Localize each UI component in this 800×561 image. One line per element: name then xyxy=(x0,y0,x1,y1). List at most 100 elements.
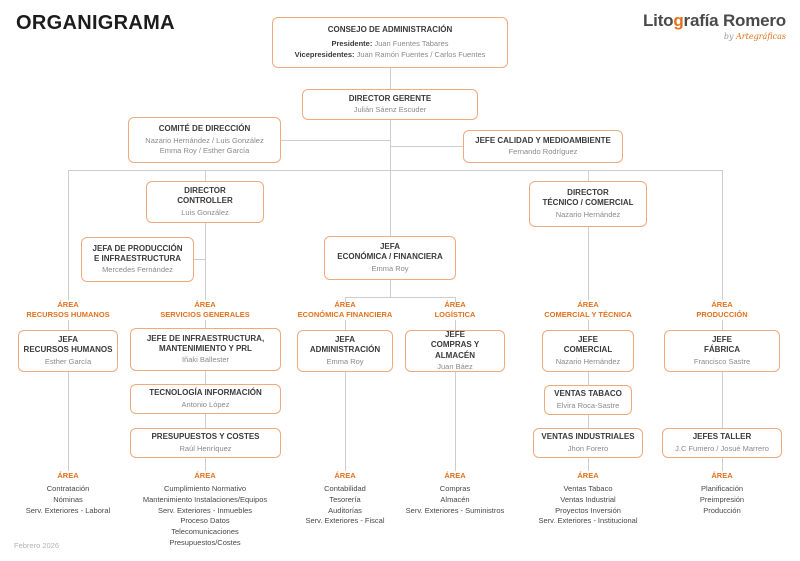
area-label-economica-financiera: ÁREA ECONÓMICA FINANCIERA xyxy=(297,300,393,319)
node-title: PRESUPUESTOS Y COSTES xyxy=(151,432,260,442)
connector-line xyxy=(588,320,589,330)
logo-part2: rafía Romero xyxy=(683,11,787,30)
connector-line xyxy=(194,259,205,260)
connector-line xyxy=(455,372,456,471)
node-title: TECNOLOGÍA INFORMACIÓN xyxy=(149,388,262,398)
node-ventas-industriales: VENTAS INDUSTRIALES Jhon Forero xyxy=(533,428,643,458)
area-footer-label: ÁREA xyxy=(711,471,733,480)
node-title: JEFE DE INFRAESTRUCTURA, MANTENIMIENTO Y… xyxy=(146,333,265,353)
node-presupuestos-costes: PRESUPUESTOS Y COSTES Raúl Henríquez xyxy=(130,428,281,458)
node-person: Juan Báez xyxy=(437,362,473,372)
node-ventas-tabaco: VENTAS TABACO Elvira Roca-Sastre xyxy=(544,385,632,415)
node-title: JEFE CALIDAD Y MEDIOAMBIENTE xyxy=(475,135,611,145)
logo-wordmark: Litografía Romero xyxy=(643,11,786,31)
connector-line xyxy=(588,372,589,385)
node-jefe-fabrica: JEFE FÁBRICA Francisco Sastre xyxy=(664,330,780,372)
node-jefe-calidad-medioambiente: JEFE CALIDAD Y MEDIOAMBIENTE Fernando Ro… xyxy=(463,130,623,163)
connector-line xyxy=(722,170,723,300)
connector-line xyxy=(205,320,206,328)
node-person: Elvira Roca-Sastre xyxy=(556,400,620,410)
node-person: Mercedes Fernández xyxy=(102,265,173,275)
node-jefa-administracion: JEFA ADMINISTRACIÓN Emma Roy xyxy=(297,330,393,372)
node-title: DIRECTOR TÉCNICO / COMERCIAL xyxy=(542,188,634,208)
node-jefe-infraestructura-mantenimiento-prl: JEFE DE INFRAESTRUCTURA, MANTENIMIENTO Y… xyxy=(130,328,281,371)
node-person: Raúl Henríquez xyxy=(179,443,232,453)
node-line-vicepresidentes: Vicepresidentes: Juan Ramón Fuentes / Ca… xyxy=(295,50,486,60)
node-title: JEFA ADMINISTRACIÓN xyxy=(309,335,381,355)
area-footer-items: Planificación Preimpresión Producción xyxy=(699,483,745,515)
node-title: DIRECTOR GERENTE xyxy=(348,93,432,103)
connector-line xyxy=(68,320,69,330)
node-title: VENTAS INDUSTRIALES xyxy=(541,432,635,442)
area-label-recursos-humanos: ÁREA RECURSOS HUMANOS xyxy=(26,300,110,319)
node-title: COMITÉ DE DIRECCIÓN xyxy=(158,124,251,134)
node-title: JEFA RECURSOS HUMANOS xyxy=(23,335,113,355)
node-person: Iñaki Ballester xyxy=(181,355,230,365)
node-person: Esther García xyxy=(44,356,92,366)
connector-line xyxy=(345,297,346,302)
node-title: JEFA DE PRODUCCIÓN E INFRAESTRUCTURA xyxy=(92,243,183,263)
node-title: JEFE COMPRAS Y ALMACÉN xyxy=(430,329,480,360)
connector-line xyxy=(68,170,69,300)
vicepresidentes-names: Juan Ramón Fuentes / Carlos Fuentes xyxy=(356,49,486,59)
connector-line xyxy=(281,140,390,141)
vicepresidentes-label: Vicepresidentes: xyxy=(294,49,355,59)
node-jefa-recursos-humanos: JEFA RECURSOS HUMANOS Esther García xyxy=(18,330,118,372)
connector-line xyxy=(390,68,391,89)
logo-tagline-brand: Artegráficas xyxy=(736,32,786,41)
connector-line xyxy=(205,170,206,181)
logo: Litografía Romero by Artegráficas xyxy=(643,11,786,41)
presidente-name: Juan Fuentes Tabares xyxy=(374,38,449,48)
node-title: JEFE COMERCIAL xyxy=(563,335,613,355)
connector-line xyxy=(455,297,456,302)
connector-line xyxy=(345,372,346,471)
area-footer-economica-financiera: ÁREA Contabilidad Tesorería Auditorías S… xyxy=(270,471,420,527)
node-title: JEFE FÁBRICA xyxy=(704,335,740,355)
connector-line xyxy=(588,415,589,428)
logo-accent-letter: g xyxy=(673,11,684,30)
node-director-controller: DIRECTOR CONTROLLER Luis González xyxy=(146,181,264,223)
document-date: Febrero 2026 xyxy=(14,541,60,550)
connector-line xyxy=(588,227,589,300)
node-person: Antonio López xyxy=(181,399,230,409)
node-line-presidente: Presidente: Juan Fuentes Tabares xyxy=(331,39,448,49)
connector-line xyxy=(345,320,346,330)
connector-line xyxy=(588,170,589,181)
node-title: JEFA ECONÓMICA / FINANCIERA xyxy=(337,242,443,262)
area-label-servicios-generales: ÁREA SERVICIOS GENERALES xyxy=(160,300,250,319)
page-title: ORGANIGRAMA xyxy=(16,12,175,34)
area-footer-produccion: ÁREA Planificación Preimpresión Producci… xyxy=(647,471,797,516)
area-footer-items: Cumplimiento Normativo Mantenimiento Ins… xyxy=(142,483,268,548)
connector-line xyxy=(205,458,206,471)
node-person: Julián Sáenz Escuder xyxy=(353,105,427,115)
area-footer-label: ÁREA xyxy=(334,471,356,480)
area-footer-logistica: ÁREA Compras Almacén Serv. Exteriores - … xyxy=(380,471,530,516)
area-footer-items: Contabilidad Tesorería Auditorías Serv. … xyxy=(305,483,385,526)
connector-line xyxy=(390,280,391,297)
connector-line xyxy=(722,458,723,471)
node-tecnologia-informacion: TECNOLOGÍA INFORMACIÓN Antonio López xyxy=(130,384,281,414)
area-footer-items: Contratación Nóminas Serv. Exteriores - … xyxy=(25,483,111,515)
node-person: Emma Roy xyxy=(371,263,409,273)
node-jefe-compras-almacen: JEFE COMPRAS Y ALMACÉN Juan Báez xyxy=(405,330,505,372)
node-jefes-taller: JEFES TALLER J.C Fumero / Josué Marrero xyxy=(662,428,782,458)
node-person: Jhon Forero xyxy=(567,443,609,453)
node-person: Emma Roy xyxy=(326,356,364,366)
node-person: Nazario Hernández xyxy=(555,209,621,219)
node-jefe-comercial: JEFE COMERCIAL Nazario Hernández xyxy=(542,330,634,372)
area-footer-label: ÁREA xyxy=(194,471,216,480)
connector-line xyxy=(205,223,206,300)
node-title: JEFES TALLER xyxy=(692,432,752,442)
node-consejo-administracion: CONSEJO DE ADMINISTRACIÓN Presidente: Ju… xyxy=(272,17,508,68)
connector-line xyxy=(722,320,723,330)
logo-tagline: by Artegráficas xyxy=(643,32,786,41)
connector-line xyxy=(722,372,723,428)
node-title: VENTAS TABACO xyxy=(554,389,622,399)
area-footer-label: ÁREA xyxy=(577,471,599,480)
node-director-gerente: DIRECTOR GERENTE Julián Sáenz Escuder xyxy=(302,89,478,120)
connector-line xyxy=(205,414,206,428)
logo-part1: Lito xyxy=(642,11,674,30)
logo-tagline-by: by xyxy=(723,32,734,41)
area-footer-servicios-generales: ÁREA Cumplimiento Normativo Mantenimient… xyxy=(130,471,280,549)
